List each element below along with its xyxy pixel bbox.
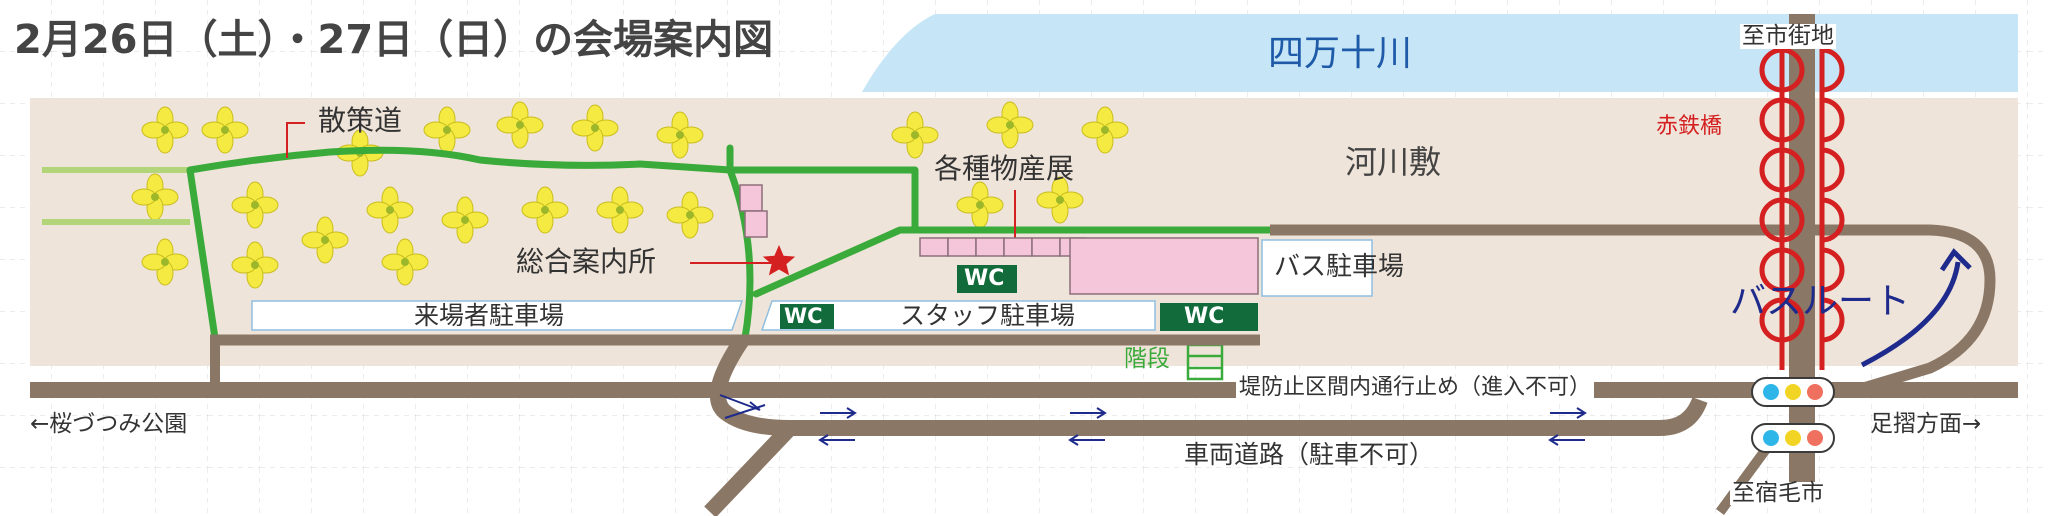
- bus-parking-label: バス駐車場: [1274, 252, 1405, 282]
- staff-parking-box: [760, 300, 1156, 331]
- river-area: [862, 14, 2018, 92]
- traffic-light-icon: [1751, 423, 1835, 453]
- to-sukumo-label: 至宿毛市: [1730, 480, 1826, 506]
- vehicle-road-label: 車両道路（駐車不可）: [1184, 440, 1435, 469]
- star-icon: [762, 245, 796, 276]
- staff-parking-label: スタッフ駐車場: [900, 301, 1076, 330]
- riverbed-label: 河川敷: [1345, 143, 1442, 181]
- to-city-label: 至市街地: [1740, 23, 1836, 49]
- wc-boxes: [780, 265, 1258, 331]
- wc-label: WC: [1184, 304, 1225, 329]
- visitor-parking-box: [251, 300, 744, 331]
- traffic-light-icon: [1751, 377, 1835, 407]
- leader-lines: [286, 122, 1016, 264]
- bus-parking-label-box: [1261, 239, 1373, 297]
- products-fair-label: 各種物産展: [934, 152, 1075, 185]
- road-network: [30, 14, 2018, 516]
- bus-route-arrow: [1860, 248, 1972, 368]
- map-title: 2月26日（土）・27日（日）の会場案内図: [14, 17, 774, 63]
- arrow-icon: [719, 394, 1587, 446]
- visitor-parking-label: 来場者駐車場: [414, 301, 565, 330]
- wc-label: WC: [964, 266, 1005, 291]
- road-closure-label: 堤防止区間内通行止め（進入不可）: [1236, 377, 1595, 399]
- bus-parking-lot: [1069, 237, 1259, 295]
- bus-route-label: バスルート: [1730, 281, 1911, 322]
- red-iron-bridge: [1759, 40, 1845, 370]
- product-booths: [919, 237, 1087, 257]
- to-sakura-park-label: ←桜づつみ公園: [30, 411, 188, 437]
- wc-label: WC: [784, 304, 823, 328]
- info-center-label: 総合案内所: [516, 245, 657, 278]
- red-bridge-label: 赤鉄橋: [1656, 114, 1723, 139]
- river-label: 四万十川: [1268, 33, 1413, 74]
- to-ashizuri-label: 足摺方面→: [1870, 411, 1982, 437]
- info-kiosks: [739, 184, 768, 238]
- green-path-stubs: [42, 167, 190, 225]
- stairs-label: 階段: [1124, 346, 1170, 372]
- walking-path-label: 散策道: [318, 104, 403, 137]
- walking-path: [186, 144, 1274, 342]
